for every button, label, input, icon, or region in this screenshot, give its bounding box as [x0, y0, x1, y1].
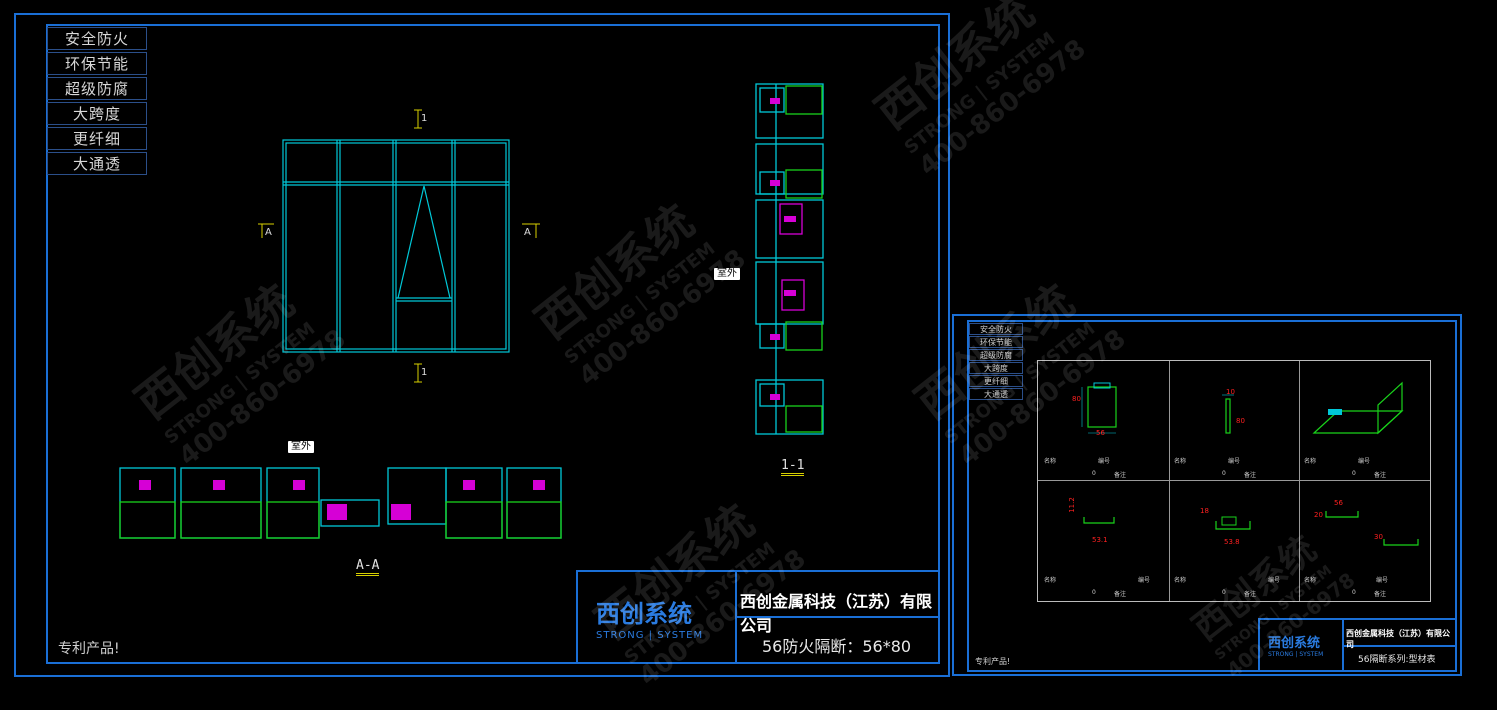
row-label: 名称 [1304, 458, 1317, 465]
company-name: 西创金属科技（江苏）有限公司 [740, 592, 933, 635]
profile-card: 10 80 名称 编号 0 备注 [1170, 361, 1300, 481]
dimension-label: 20 [1314, 511, 1323, 519]
feature-item: 环保节能 [47, 52, 147, 75]
vertical-section-1-1-drawing [755, 83, 824, 435]
row-label: 编号 [1138, 577, 1151, 584]
row-label: 编号 [1098, 458, 1111, 465]
feature-item: 更纤细 [47, 127, 147, 150]
profile-card: 11.2 53.1 名称 编号 0 备注 [1038, 481, 1170, 601]
row-label: 编号 [1268, 577, 1281, 584]
row-label: 备注 [1114, 472, 1127, 479]
row-label: 备注 [1374, 591, 1387, 598]
profile-table: 80 56 名称 编号 0 备注 10 80 名称 编号 0 备注 名称 编号 … [1037, 360, 1431, 602]
dimension-label: 11.2 [1067, 497, 1076, 513]
row-label: 名称 [1044, 458, 1057, 465]
feature-item: 大通透 [969, 388, 1023, 400]
feature-item: 超级防腐 [969, 349, 1023, 361]
drawing-title: 56防火隔断：56*80 [762, 637, 912, 656]
dimension-label: 80 [1072, 395, 1081, 403]
right-sheet-inner-frame [967, 320, 1457, 672]
right-sheet-outer-frame [952, 314, 1462, 676]
profile-drawing [1325, 511, 1419, 546]
right-feature-list: 安全防火 环保节能 超级防腐 大跨度 更纤细 大通透 [969, 323, 1023, 401]
row-value: 0 [1222, 589, 1226, 596]
section-marker-1-bottom: 1 [421, 367, 428, 378]
feature-item: 更纤细 [969, 375, 1023, 387]
section-marker-1-top: 1 [421, 113, 428, 124]
company-name: 西创金属科技（江苏）有限公司 [1346, 628, 1450, 649]
left-sheet-inner-frame [46, 24, 940, 664]
row-label: 备注 [1374, 472, 1387, 479]
section-marker-a-right: A [524, 227, 531, 238]
row-label: 名称 [1174, 577, 1187, 584]
dimension-label: 56 [1096, 429, 1105, 437]
profile-drawing [1083, 517, 1115, 524]
profile-card: 80 56 名称 编号 0 备注 [1038, 361, 1170, 481]
logo-divider [1342, 620, 1344, 670]
row-value: 0 [1352, 589, 1356, 596]
left-feature-list: 安全防火 环保节能 超级防腐 大跨度 更纤细 大通透 [47, 27, 147, 177]
row-value: 0 [1092, 589, 1096, 596]
dimension-label: 18 [1200, 507, 1209, 515]
row-label: 编号 [1376, 577, 1389, 584]
brand-logo: 西创系统 [1268, 636, 1321, 651]
patent-note: 专利产品! [58, 641, 120, 657]
dimension-label: 80 [1236, 417, 1245, 425]
profile-card: 18 53.8 名称 编号 0 备注 [1170, 481, 1300, 601]
profile-card: 56 20 30 名称 编号 0 备注 [1300, 481, 1430, 601]
profile-drawing [1081, 382, 1117, 434]
right-title-block: 西创系统 STRONG | SYSTEM 西创金属科技（江苏）有限公司 56隔断… [1258, 618, 1457, 672]
row-value: 0 [1352, 470, 1356, 477]
row-label: 名称 [1044, 577, 1057, 584]
feature-item: 安全防火 [969, 323, 1023, 335]
title-divider [737, 616, 938, 618]
row-label: 编号 [1228, 458, 1241, 465]
dimension-label: 56 [1334, 499, 1343, 507]
partition-elevation-drawing [258, 109, 540, 383]
dimension-label: 53.1 [1092, 536, 1108, 544]
row-label: 备注 [1244, 591, 1257, 598]
horizontal-section-a-a-drawing [119, 467, 562, 539]
section-a-a-label: A-A [356, 558, 380, 576]
row-label: 名称 [1304, 577, 1317, 584]
brand-logo: 西创系统 [596, 600, 692, 628]
section-1-1-label: 1-1 [781, 458, 805, 476]
row-label: 编号 [1358, 458, 1371, 465]
row-label: 备注 [1244, 472, 1257, 479]
brand-logo-en: STRONG | SYSTEM [596, 630, 704, 641]
logo-divider [735, 572, 737, 662]
feature-item: 安全防火 [47, 27, 147, 50]
profile-drawing [1215, 516, 1251, 530]
profile-drawing [1222, 394, 1234, 434]
brand-logo-en: STRONG | SYSTEM [1268, 651, 1324, 658]
patent-note: 专利产品! [975, 657, 1011, 666]
outside-label: 室外 [288, 441, 314, 453]
feature-item: 大跨度 [969, 362, 1023, 374]
row-value: 0 [1222, 470, 1226, 477]
dimension-label: 53.8 [1224, 538, 1240, 546]
row-label: 备注 [1114, 591, 1127, 598]
profile-card: 名称 编号 0 备注 [1300, 361, 1430, 481]
row-label: 名称 [1174, 458, 1187, 465]
profile-3d-drawing [1312, 381, 1404, 435]
feature-item: 大通透 [47, 152, 147, 175]
outside-label: 室外 [714, 268, 740, 280]
feature-item: 超级防腐 [47, 77, 147, 100]
drawing-title: 56隔断系列:型材表 [1358, 655, 1436, 665]
title-divider [1344, 645, 1455, 647]
section-marker-a-left: A [265, 227, 272, 238]
row-value: 0 [1092, 470, 1096, 477]
left-title-block: 西创系统 STRONG | SYSTEM 西创金属科技（江苏）有限公司 56防火… [576, 570, 940, 664]
feature-item: 环保节能 [969, 336, 1023, 348]
feature-item: 大跨度 [47, 102, 147, 125]
left-sheet-outer-frame [14, 13, 950, 677]
dimension-label: 30 [1374, 533, 1383, 541]
dimension-label: 10 [1226, 388, 1235, 396]
